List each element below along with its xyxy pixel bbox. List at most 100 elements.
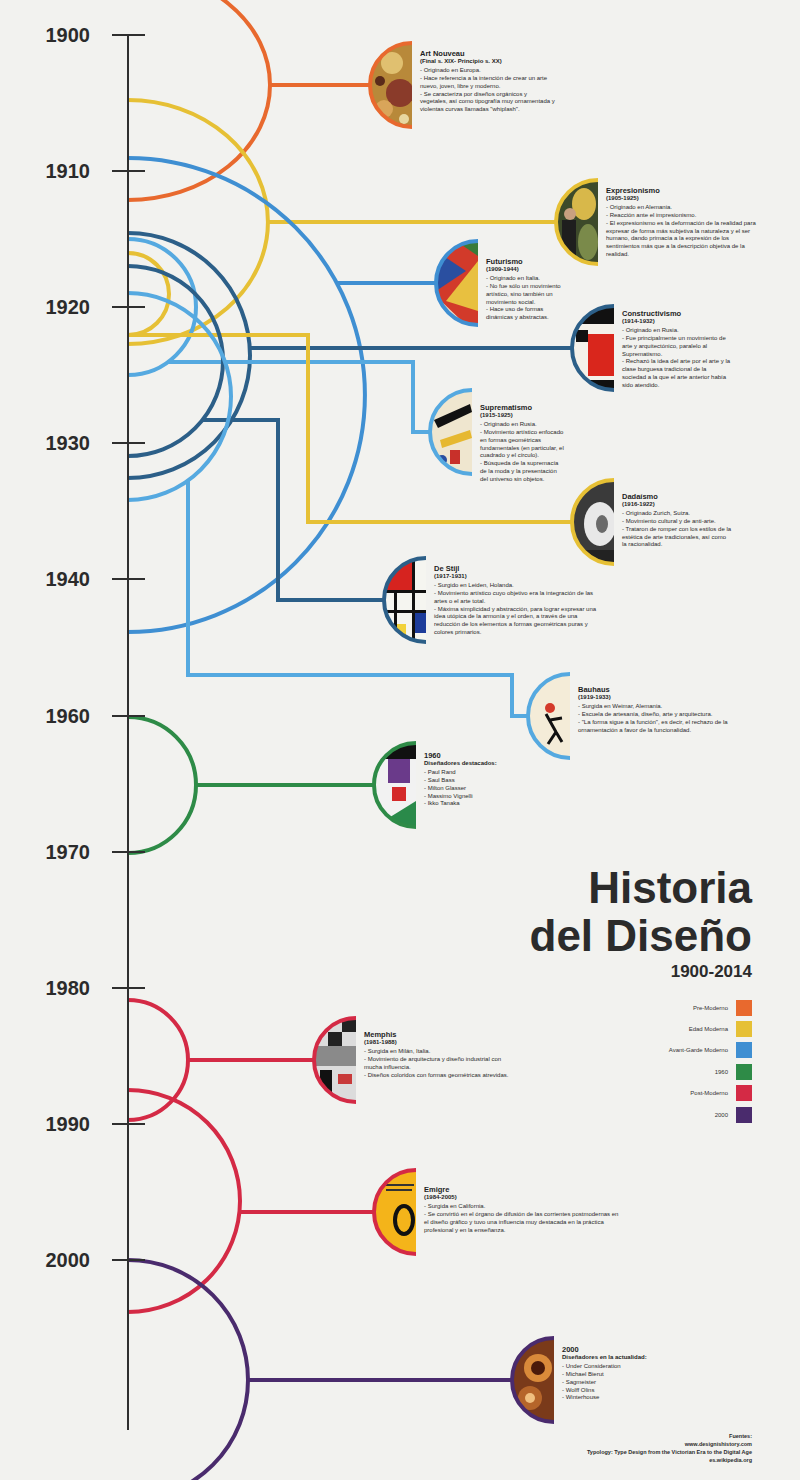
movement-title: Emigre xyxy=(424,1185,620,1194)
artwork-thumb-part xyxy=(528,674,570,758)
leader-line xyxy=(270,83,370,87)
movement-note: - Under Consideration xyxy=(562,1363,662,1371)
artwork-thumb-part xyxy=(572,306,614,390)
legend-swatch xyxy=(736,1085,752,1101)
artwork-thumb-part-part xyxy=(524,1354,552,1382)
artwork-thumb-part xyxy=(374,1170,416,1254)
artwork-thumb-part-part xyxy=(584,502,616,546)
leader-line xyxy=(202,420,384,600)
artwork-thumb-part-part xyxy=(430,390,472,474)
movement-note: - Winterhouse xyxy=(562,1394,662,1402)
movement-title: De Stijl xyxy=(434,564,599,573)
year-label: 1970 xyxy=(46,840,91,864)
movement-entry: Constructivismo(1914-1932)- Originado en… xyxy=(622,309,732,391)
period-arcs xyxy=(128,0,572,1480)
date-range: 1900-2014 xyxy=(671,962,752,982)
movement-title: Constructivismo xyxy=(622,309,732,318)
movement-note: - Paul Rand xyxy=(424,769,519,777)
artwork-thumb-part xyxy=(572,306,614,390)
movement-entry: Art Nouveau(Final s. XIX- Principio s. X… xyxy=(420,49,556,115)
movement-title: 2000 xyxy=(562,1345,662,1354)
tick xyxy=(112,578,145,580)
artwork-thumb-part xyxy=(436,241,478,325)
movement-subtitle: (1919-1933) xyxy=(578,694,748,702)
artwork-thumb-part-part xyxy=(450,450,460,464)
time-axis xyxy=(112,35,145,1430)
artwork-thumb-part xyxy=(374,743,416,827)
artwork-thumb-part-part xyxy=(596,515,608,533)
period-arc xyxy=(128,1260,248,1480)
movement-entry: De Stijl(1917-1931)- Surgido en Leiden, … xyxy=(434,564,599,638)
movement-note: - Surgida en California. xyxy=(424,1203,620,1211)
movement-entry: Bauhaus(1919-1933)- Surgida en Weimar, A… xyxy=(578,685,748,736)
movement-note: - "La forma sigue a la función", es deci… xyxy=(578,719,748,735)
tick xyxy=(112,715,145,717)
movement-entry: Expresionismo(1905-1925)- Originado en A… xyxy=(606,186,756,260)
movement-subtitle: (1905-1925) xyxy=(606,195,756,203)
movement-note: - Michael Bierut xyxy=(562,1371,662,1379)
artwork-thumb-part-part xyxy=(446,261,478,311)
artwork-thumb-part-part xyxy=(546,714,562,744)
movement-note: - Milton Glasser xyxy=(424,785,519,793)
artwork-thumb-part xyxy=(370,43,414,127)
movement-note: - Reacción ante el impresionismo. xyxy=(606,212,756,220)
artwork-thumb-part xyxy=(374,1170,416,1254)
artwork-thumb xyxy=(556,180,598,264)
artwork-thumb-part-part xyxy=(384,610,426,613)
legend-label: Edad Moderna xyxy=(689,1025,728,1033)
artwork-thumb-part xyxy=(374,743,416,827)
leader-line xyxy=(268,220,556,224)
movement-entry: 2000Diseñadores en la actualidad:- Under… xyxy=(562,1345,662,1404)
movement-note: - El expresionismo es la deformación de … xyxy=(606,220,756,259)
tick xyxy=(112,987,145,989)
artwork-thumb xyxy=(436,241,478,325)
movement-note: - Originado en Rusia. xyxy=(480,421,564,429)
movement-note: - Originado en Europa. xyxy=(420,67,556,75)
artwork-thumb-part-part xyxy=(399,114,409,124)
movement-note: - Surgida en Weimar, Alemania. xyxy=(578,703,748,711)
movement-note: - Movimiento cultural y de anti-arte. xyxy=(622,518,732,526)
period-arc xyxy=(128,233,250,478)
artwork-thumb-part-part xyxy=(314,1046,356,1066)
movement-note: - Surgido en Leiden, Holanda. xyxy=(434,582,599,590)
artwork-thumb-part xyxy=(314,1018,356,1102)
movement-note: - Originado en Rusia. xyxy=(622,327,732,335)
movement-subtitle: (1909-1944) xyxy=(486,266,570,274)
tick xyxy=(112,442,145,444)
legend-label: 2000 xyxy=(715,1111,728,1119)
leader-line xyxy=(250,346,572,350)
axis-line xyxy=(127,35,129,1430)
movement-title: Suprematismo xyxy=(480,403,564,412)
artwork-thumb-part-part xyxy=(525,1393,535,1403)
period-arc xyxy=(128,293,231,500)
movement-title: Bauhaus xyxy=(578,685,748,694)
artwork-thumb-part-part xyxy=(415,613,426,633)
artwork-thumb-part xyxy=(556,180,598,264)
artwork-thumb-part-part xyxy=(572,306,614,324)
tick xyxy=(112,851,145,853)
year-label: 1940 xyxy=(46,567,91,591)
artwork-thumb xyxy=(370,43,414,127)
artwork-thumb-part-part xyxy=(395,1206,413,1234)
movement-note: - Se convirtió en el órgano de difusión … xyxy=(424,1211,620,1234)
artwork-thumb xyxy=(572,480,616,564)
year-label: 1900 xyxy=(46,23,91,47)
year-label: 1960 xyxy=(46,704,91,728)
artwork-thumb-part xyxy=(512,1338,554,1422)
artwork-thumb xyxy=(314,1018,356,1102)
movement-note: - Saul Bass xyxy=(424,777,519,785)
artwork-thumb xyxy=(572,306,614,390)
artwork-thumb-part-part xyxy=(572,306,614,390)
movement-note: - Wolff Olins xyxy=(562,1387,662,1395)
movement-note: - Originado en Italia. xyxy=(486,275,570,283)
year-label: 1930 xyxy=(46,431,91,455)
artwork-thumb xyxy=(374,743,416,827)
movement-subtitle: (Final s. XIX- Principio s. XX) xyxy=(420,58,556,66)
legend-swatch xyxy=(736,1021,752,1037)
movement-note: - Trataron de romper con los estilos de … xyxy=(622,526,732,549)
movement-subtitle: (1917-1931) xyxy=(434,573,599,581)
artwork-thumb-part-part xyxy=(384,558,426,642)
movement-title: Futurismo xyxy=(486,257,570,266)
tick xyxy=(112,1123,145,1125)
artwork-thumb-part xyxy=(512,1338,554,1422)
